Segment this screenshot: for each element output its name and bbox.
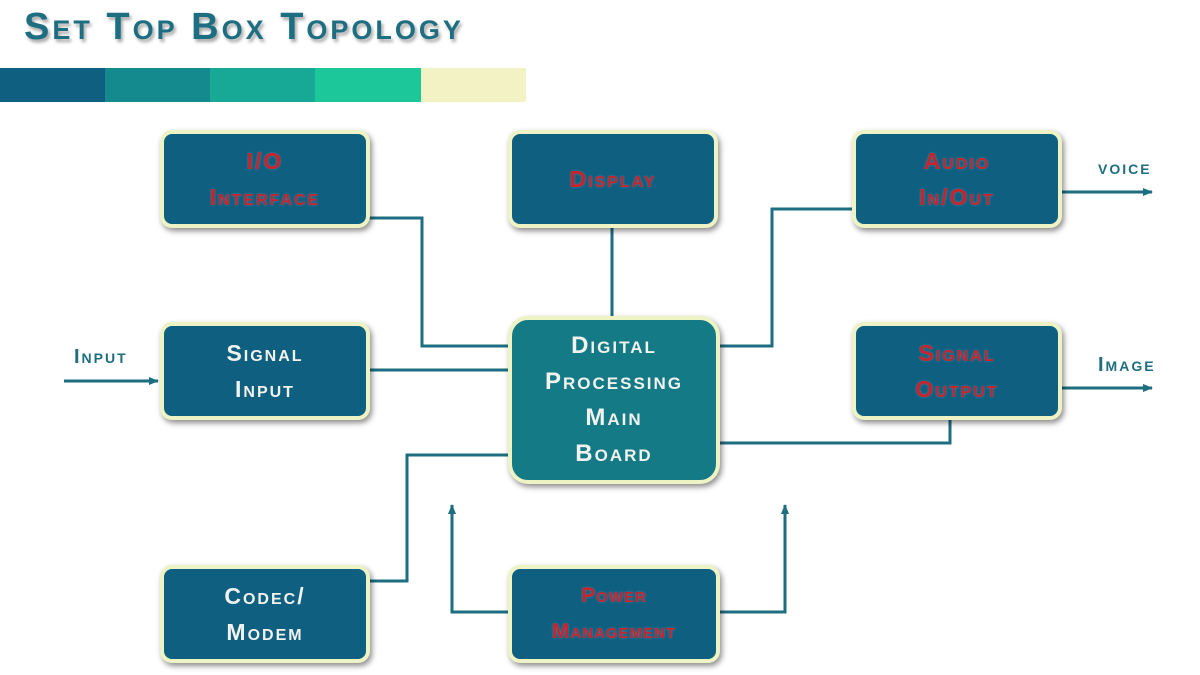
signal-input-label: Signal Input	[226, 340, 304, 402]
signal-output-label: Signal Output	[915, 340, 999, 402]
line-power-left	[448, 504, 512, 614]
color-bar-segment-5	[421, 68, 526, 102]
signal-input-block: Signal Input	[160, 322, 370, 420]
voice-label: voice	[1098, 157, 1152, 179]
audio-block: Audio In/Out	[852, 130, 1062, 228]
line-board-to-output	[718, 420, 952, 445]
line-codec-to-board	[368, 453, 512, 583]
color-bar-segment-3	[210, 68, 315, 102]
power-management-label: Power Management	[551, 584, 677, 643]
color-bar-segment-1	[0, 68, 105, 102]
power-management-block: Power Management	[508, 565, 720, 663]
display-block: Display	[508, 130, 718, 228]
main-board-block: Digital Processing Main Board	[508, 316, 720, 484]
image-label: Image	[1098, 354, 1156, 376]
color-bar-segment-4	[315, 68, 421, 102]
page-title: Set Top Box Topology	[24, 6, 464, 48]
main-board-label: Digital Processing Main Board	[544, 332, 684, 467]
input-label: Input	[74, 346, 128, 368]
io-interface-block: I/O Interface	[160, 130, 370, 228]
codec-modem-block: Codec/ Modem	[160, 565, 370, 663]
io-interface-label: I/O Interface	[209, 148, 321, 210]
display-label: Display	[569, 166, 657, 192]
color-bar-segment-2	[105, 68, 210, 102]
line-io-to-board	[368, 216, 512, 348]
line-board-to-audio	[718, 207, 855, 348]
audio-label: Audio In/Out	[919, 148, 995, 210]
line-power-right	[718, 504, 789, 614]
codec-modem-label: Codec/ Modem	[224, 583, 306, 645]
signal-output-block: Signal Output	[852, 322, 1062, 420]
